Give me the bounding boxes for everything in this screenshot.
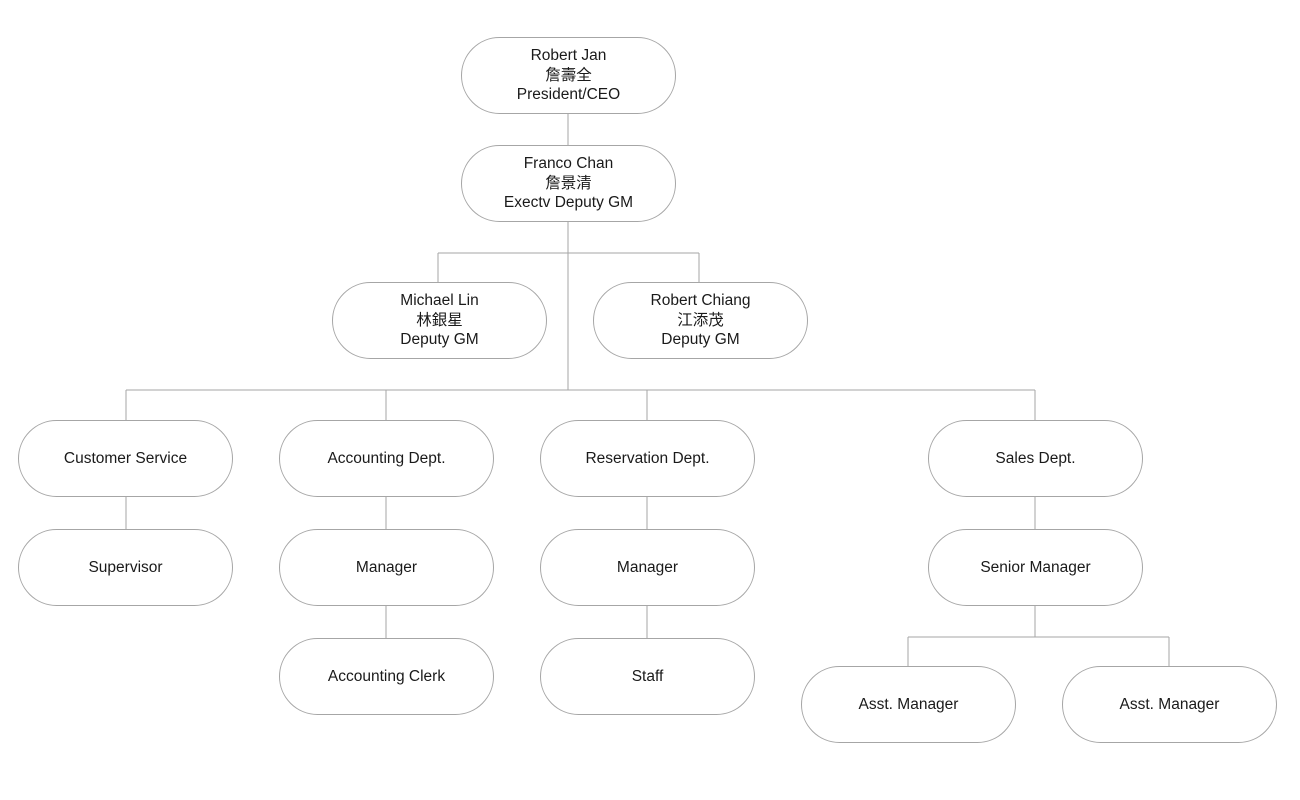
reservation-staff-node: Staff	[540, 638, 755, 715]
sales-dept-label: Sales Dept.	[995, 449, 1076, 467]
supervisor-label: Supervisor	[88, 558, 163, 576]
sales-dept-node: Sales Dept.	[928, 420, 1143, 497]
accounting-manager-node: Manager	[279, 529, 494, 606]
sales-asst-manager-1-label: Asst. Manager	[858, 695, 959, 713]
sales-asst-manager-node-2: Asst. Manager	[1062, 666, 1277, 743]
deputy-gm-node-1: Michael Lin 林銀星 Deputy GM	[332, 282, 547, 359]
supervisor-node: Supervisor	[18, 529, 233, 606]
reservation-manager-node: Manager	[540, 529, 755, 606]
sales-asst-manager-node-1: Asst. Manager	[801, 666, 1016, 743]
deputy-1-title: Deputy GM	[400, 331, 479, 349]
ceo-title: President/CEO	[516, 86, 621, 104]
deputy-2-chinese-name: 江添茂	[677, 311, 724, 329]
deputy-2-title: Deputy GM	[661, 331, 740, 349]
deputy-gm-node-2: Robert Chiang 江添茂 Deputy GM	[593, 282, 808, 359]
sales-senior-manager-node: Senior Manager	[928, 529, 1143, 606]
sales-senior-manager-label: Senior Manager	[980, 558, 1091, 576]
exec-deputy-name: Franco Chan	[523, 155, 614, 173]
ceo-name: Robert Jan	[530, 47, 607, 65]
ceo-chinese-name: 詹壽全	[545, 66, 592, 84]
deputy-1-chinese-name: 林銀星	[416, 311, 463, 329]
deputy-2-name: Robert Chiang	[650, 292, 751, 310]
reservation-manager-label: Manager	[616, 558, 679, 576]
deputy-1-name: Michael Lin	[400, 292, 479, 310]
exec-deputy-chinese-name: 詹景清	[545, 174, 592, 192]
accounting-clerk-node: Accounting Clerk	[279, 638, 494, 715]
accounting-dept-label: Accounting Dept.	[327, 449, 446, 467]
accounting-clerk-label: Accounting Clerk	[327, 667, 446, 685]
reservation-dept-label: Reservation Dept.	[585, 449, 710, 467]
sales-asst-manager-2-label: Asst. Manager	[1119, 695, 1220, 713]
reservation-dept-node: Reservation Dept.	[540, 420, 755, 497]
reservation-staff-label: Staff	[631, 667, 664, 685]
exec-deputy-node: Franco Chan 詹景清 Exectv Deputy GM	[461, 145, 676, 222]
accounting-manager-label: Manager	[355, 558, 418, 576]
ceo-node: Robert Jan 詹壽全 President/CEO	[461, 37, 676, 114]
customer-service-node: Customer Service	[18, 420, 233, 497]
exec-deputy-title: Exectv Deputy GM	[503, 194, 634, 212]
customer-service-label: Customer Service	[63, 449, 188, 467]
accounting-dept-node: Accounting Dept.	[279, 420, 494, 497]
